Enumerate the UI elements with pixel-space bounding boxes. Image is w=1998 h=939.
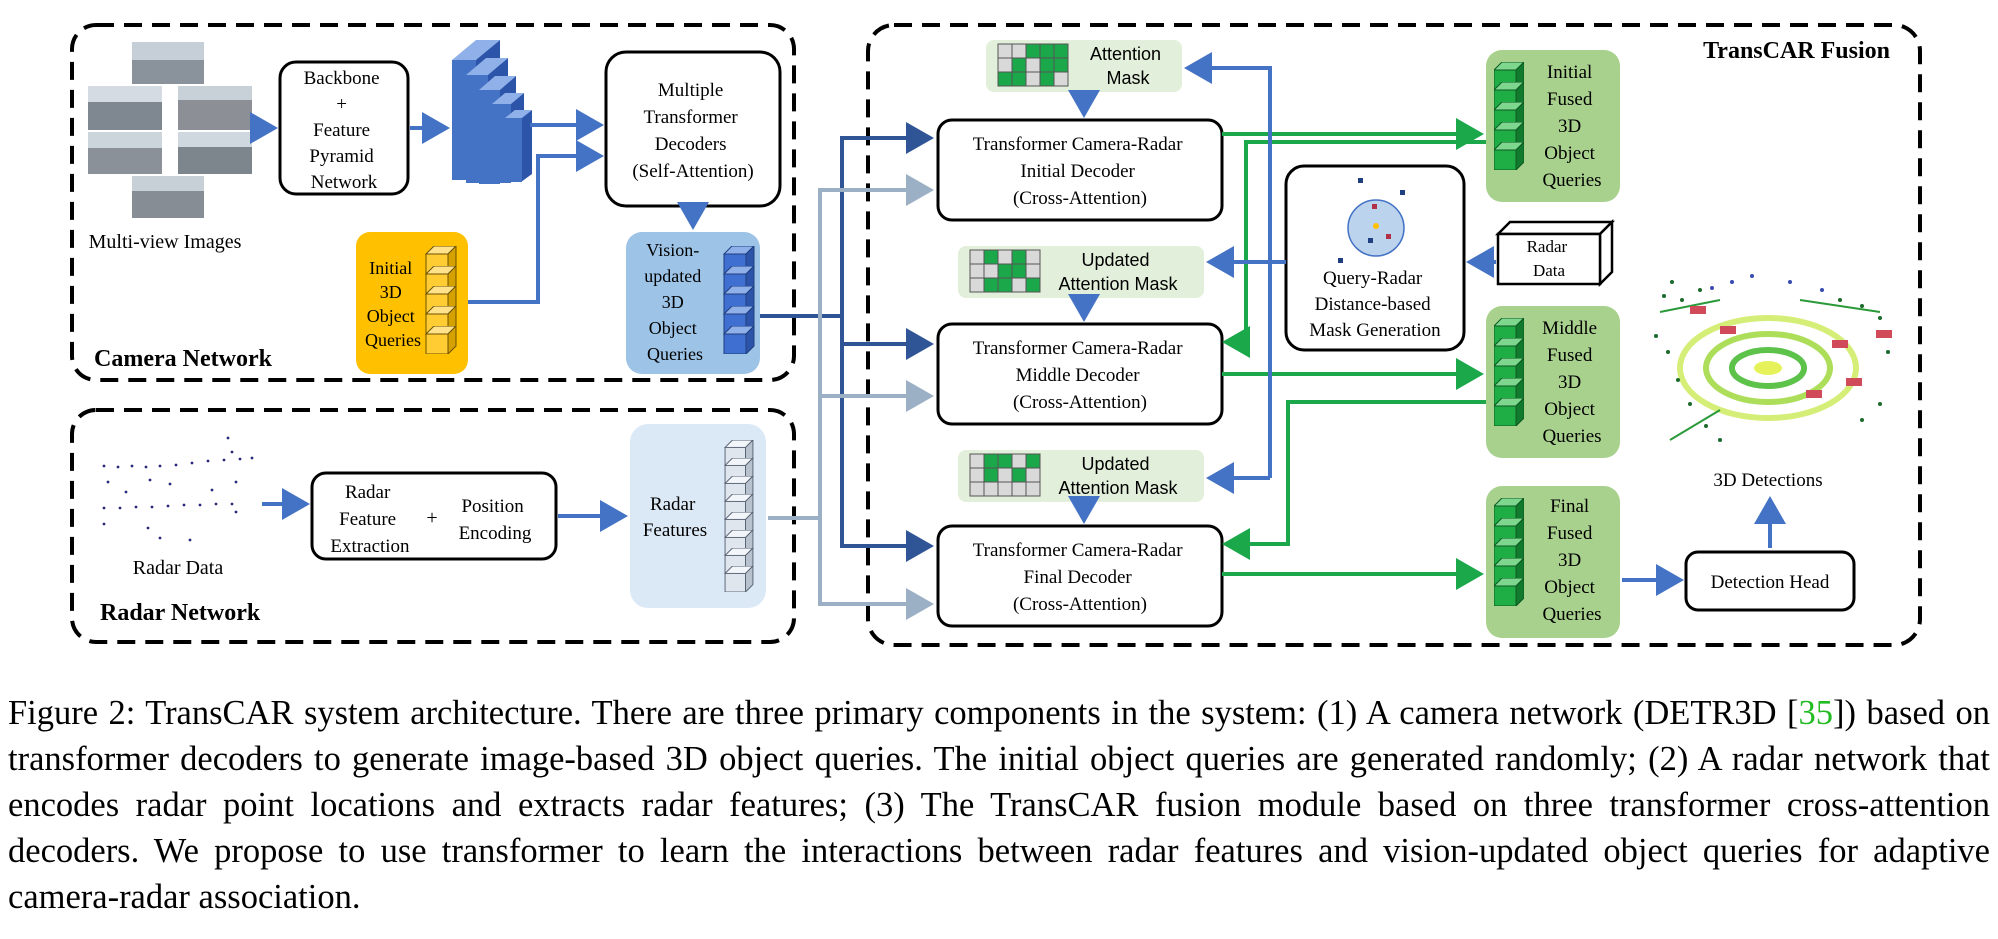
- fusion-title: TransCAR Fusion: [1703, 38, 1890, 64]
- radar-network-container: [70, 408, 796, 644]
- updated-mask-1-grid: [969, 249, 1041, 293]
- caption-citation-link[interactable]: 35: [1798, 694, 1834, 732]
- vision-queries-label: Vision- updated 3D Object Queries: [644, 240, 705, 364]
- radar-features-cubes: [724, 440, 754, 592]
- caption-text-1: Figure 2: TransCAR system architecture. …: [8, 694, 1799, 732]
- feature-pyramid-stack: [452, 40, 532, 184]
- position-encoding-label: Position Encoding: [459, 496, 532, 544]
- mask-generation-label: Query-Radar Distance-based Mask Generati…: [1309, 268, 1441, 341]
- attention-mask-label: Attention Mask: [1090, 44, 1166, 88]
- final-fused-label: Final Fused 3D Object Queries: [1542, 496, 1601, 625]
- transformer-decoders-box: [604, 50, 782, 208]
- initial-fused-label: Initial Fused 3D Object Queries: [1542, 62, 1601, 191]
- radar-feature-extraction-label: Radar Feature Extraction: [330, 482, 410, 557]
- radar-arrows: [262, 488, 628, 532]
- updated-mask-2-label: Updated Attention Mask: [1058, 454, 1178, 498]
- fusion-green-arrows: [1222, 118, 1486, 590]
- multi-view-images: [88, 42, 252, 218]
- updated-mask-2-grid: [969, 453, 1041, 497]
- radar-data-block: [1494, 218, 1616, 288]
- camera-arrows: [250, 109, 709, 304]
- backbone-label: Backbone + Feature Pyramid Network: [304, 68, 385, 193]
- radar-data-points: [102, 436, 254, 542]
- initial-fused-cubes: [1494, 62, 1524, 170]
- detections-label: 3D Detections: [1713, 470, 1822, 491]
- figure-caption: Figure 2: TransCAR system architecture. …: [8, 690, 1990, 920]
- middle-fused-label: Middle Fused 3D Object Queries: [1542, 318, 1602, 447]
- radar-network-title: Radar Network: [100, 600, 261, 626]
- radar-query-sketch-icon: [1338, 178, 1405, 263]
- attention-mask-grid: [997, 43, 1069, 87]
- backbone-box: [278, 60, 410, 196]
- radar-feature-connectors: [768, 174, 934, 620]
- initial-queries-label: Initial 3D Object Queries: [365, 258, 421, 350]
- radar-data-block-label: Radar Data: [1527, 237, 1572, 280]
- mask-generation-box: [1284, 164, 1466, 352]
- updated-mask-1-label: Updated Attention Mask: [1058, 250, 1178, 294]
- camera-network-title: Camera Network: [94, 346, 273, 372]
- caption-text-2: ]) based on transformer decoders to gene…: [8, 694, 1991, 916]
- detection-head-label: Detection Head: [1711, 572, 1830, 593]
- vision-queries-cubes: [723, 246, 755, 354]
- middle-decoder-label: Transformer Camera-Radar Middle Decoder …: [973, 338, 1188, 413]
- architecture-diagram: Multi-view Images Backbone + Feature Pyr…: [70, 23, 1922, 647]
- vision-query-connectors: [760, 122, 934, 562]
- final-fused-cubes: [1494, 498, 1524, 606]
- final-decoder-label: Transformer Camera-Radar Final Decoder (…: [973, 540, 1188, 615]
- camera-network-container: [70, 23, 796, 382]
- middle-fused-cubes: [1494, 318, 1524, 426]
- transformer-decoders-label: Multiple Transformer Decoders (Self-Atte…: [632, 80, 753, 182]
- radar-data-label: Radar Data: [133, 557, 224, 579]
- detections-pointcloud: [1654, 274, 1892, 442]
- radar-features-label: Radar Features: [643, 494, 707, 541]
- multi-view-images-label: Multi-view Images: [89, 231, 242, 253]
- initial-decoder-label: Transformer Camera-Radar Initial Decoder…: [973, 134, 1188, 209]
- initial-decoder-box: [936, 118, 1224, 222]
- transcar-fusion-container: [866, 23, 1922, 647]
- detection-head-box: [1684, 550, 1856, 612]
- radar-encoding-box: [310, 471, 558, 561]
- radar-plus-sign: +: [426, 507, 437, 529]
- fusion-blue-arrows: [1068, 52, 1786, 596]
- initial-queries-cubes: [425, 246, 457, 354]
